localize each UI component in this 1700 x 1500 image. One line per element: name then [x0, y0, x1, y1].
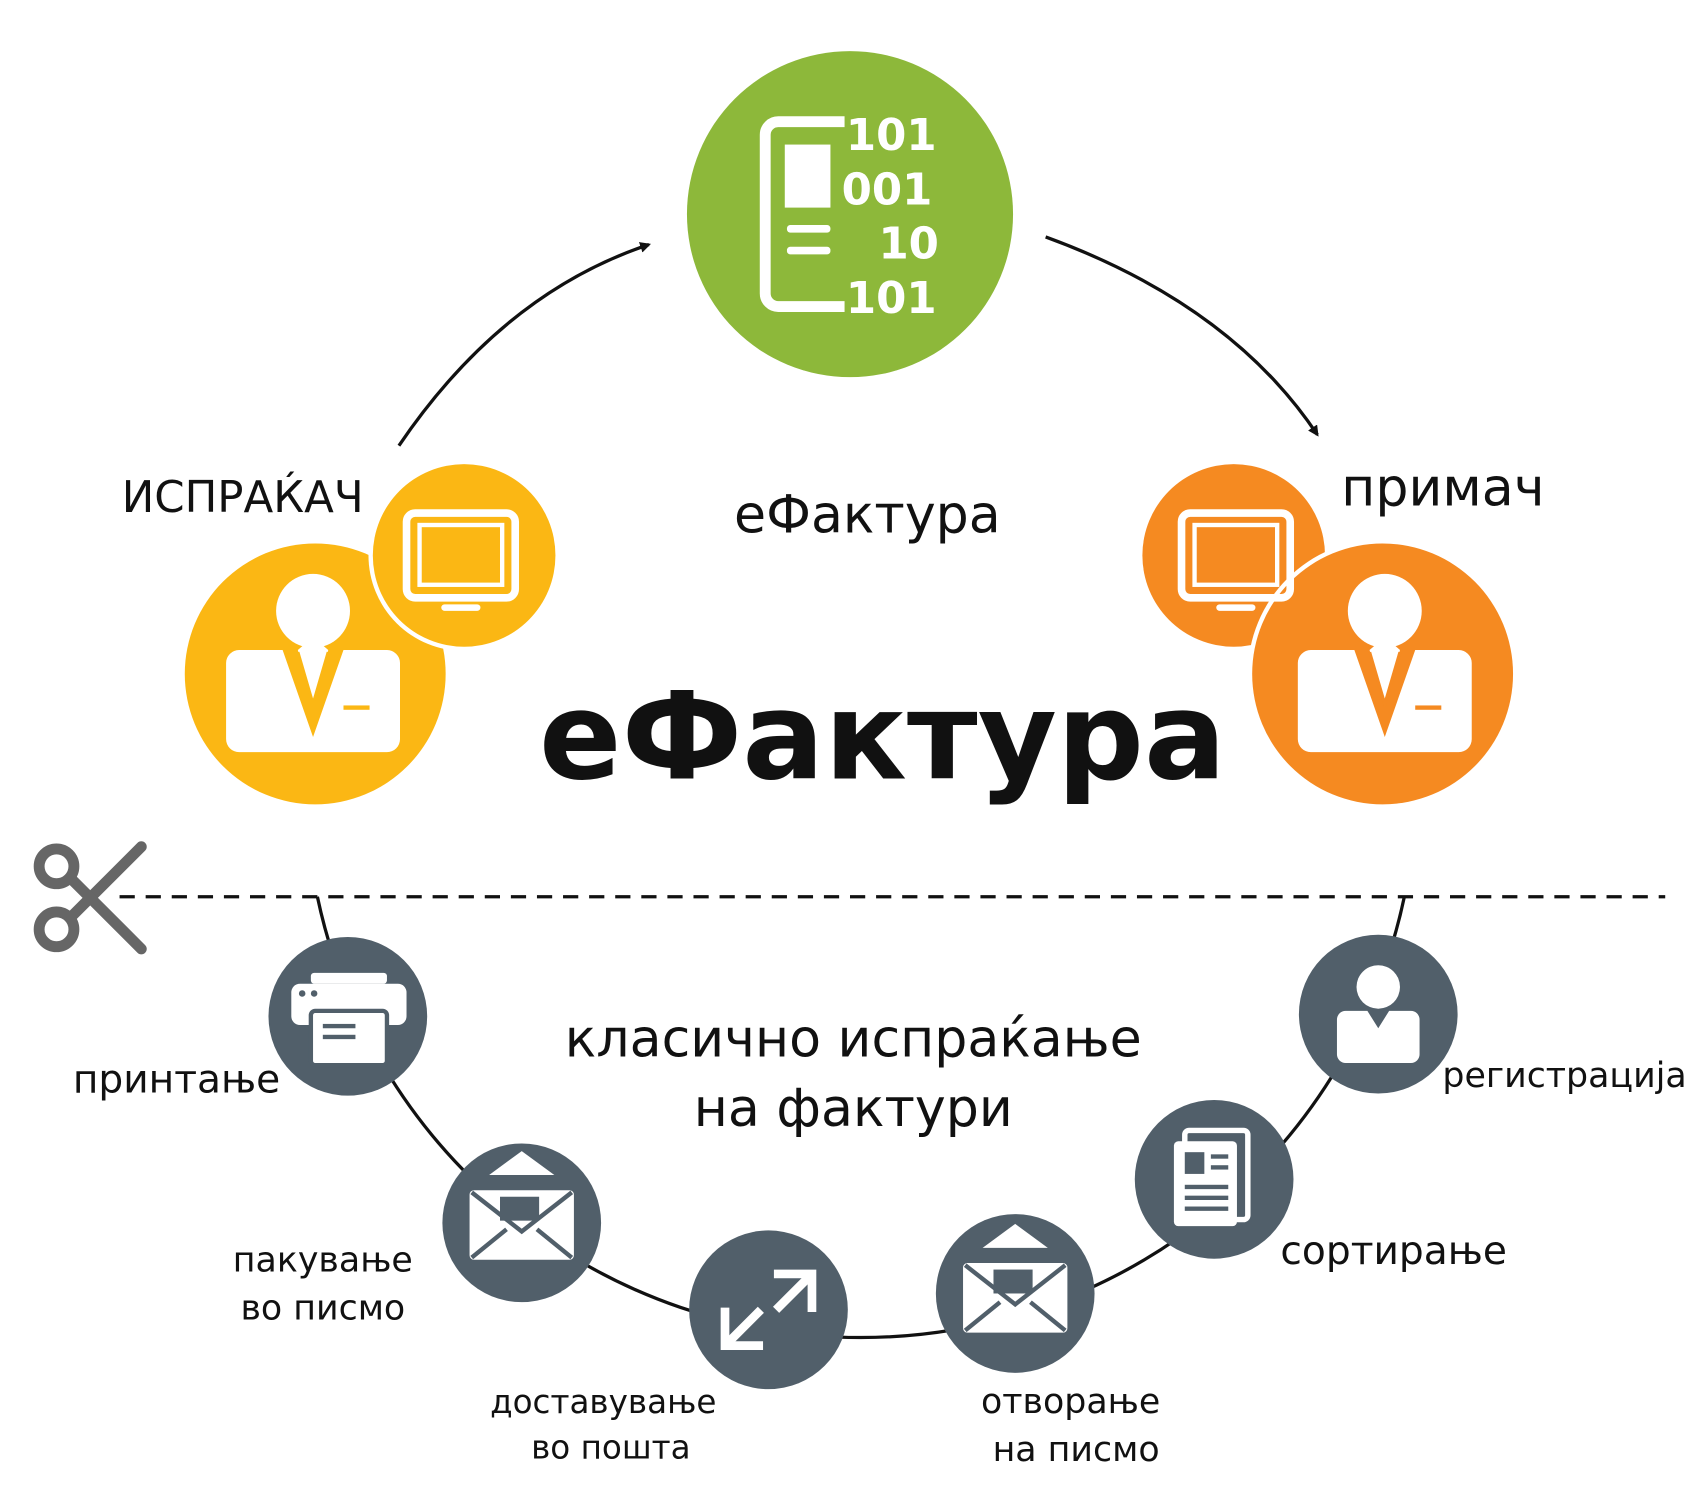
- step-label-sort: сортирање: [1280, 1229, 1507, 1274]
- step-label-print: принтање: [73, 1057, 280, 1102]
- arrow-sender-to-efaktura: [397, 242, 651, 447]
- step-label-pack: пакување: [233, 1241, 413, 1281]
- step-label-open: отворање: [981, 1382, 1160, 1422]
- step-label-register: регистрација: [1442, 1056, 1686, 1096]
- binary-row: 101: [846, 274, 937, 324]
- step-label-open-2: на писмо: [993, 1430, 1160, 1470]
- user-icon: [1336, 965, 1420, 1064]
- efaktura-document-icon: 101 001 10 101: [686, 51, 1014, 378]
- sender-icon: [184, 459, 560, 805]
- person-icon: [226, 573, 400, 753]
- deliver-step: [689, 1230, 848, 1390]
- person-icon: [1297, 573, 1472, 753]
- pack-step: [442, 1143, 602, 1303]
- binary-row: 10: [878, 220, 939, 270]
- sender-label: ИСПРАЌАЧ: [122, 472, 364, 523]
- step-label-pack-2: во писмо: [240, 1289, 405, 1329]
- receiver-icon: [1142, 464, 1518, 809]
- classic-process-arc: [315, 896, 1406, 1340]
- step-label-deliver: доставување: [490, 1383, 716, 1421]
- scissors-icon: [33, 841, 147, 955]
- efaktura-title: еФактура: [539, 665, 1226, 807]
- documents-icon: [1173, 1127, 1251, 1227]
- sort-step: [1134, 1100, 1294, 1259]
- binary-row: 101: [846, 111, 937, 161]
- open-step: [935, 1214, 1095, 1373]
- classic-title: класично испраќање: [565, 1010, 1142, 1070]
- efaktura-label: еФактура: [734, 486, 1001, 546]
- classic-title-line2: на фактури: [694, 1079, 1013, 1139]
- binary-row: 001: [842, 165, 933, 215]
- register-step: [1298, 934, 1458, 1094]
- receiver-label: примач: [1341, 458, 1544, 518]
- transfer-arrows-icon: [720, 1269, 817, 1350]
- arrow-efaktura-to-receiver: [1045, 235, 1319, 437]
- step-label-deliver-2: во пошта: [531, 1429, 691, 1467]
- print-step: [268, 936, 428, 1096]
- printer-icon: [291, 972, 407, 1068]
